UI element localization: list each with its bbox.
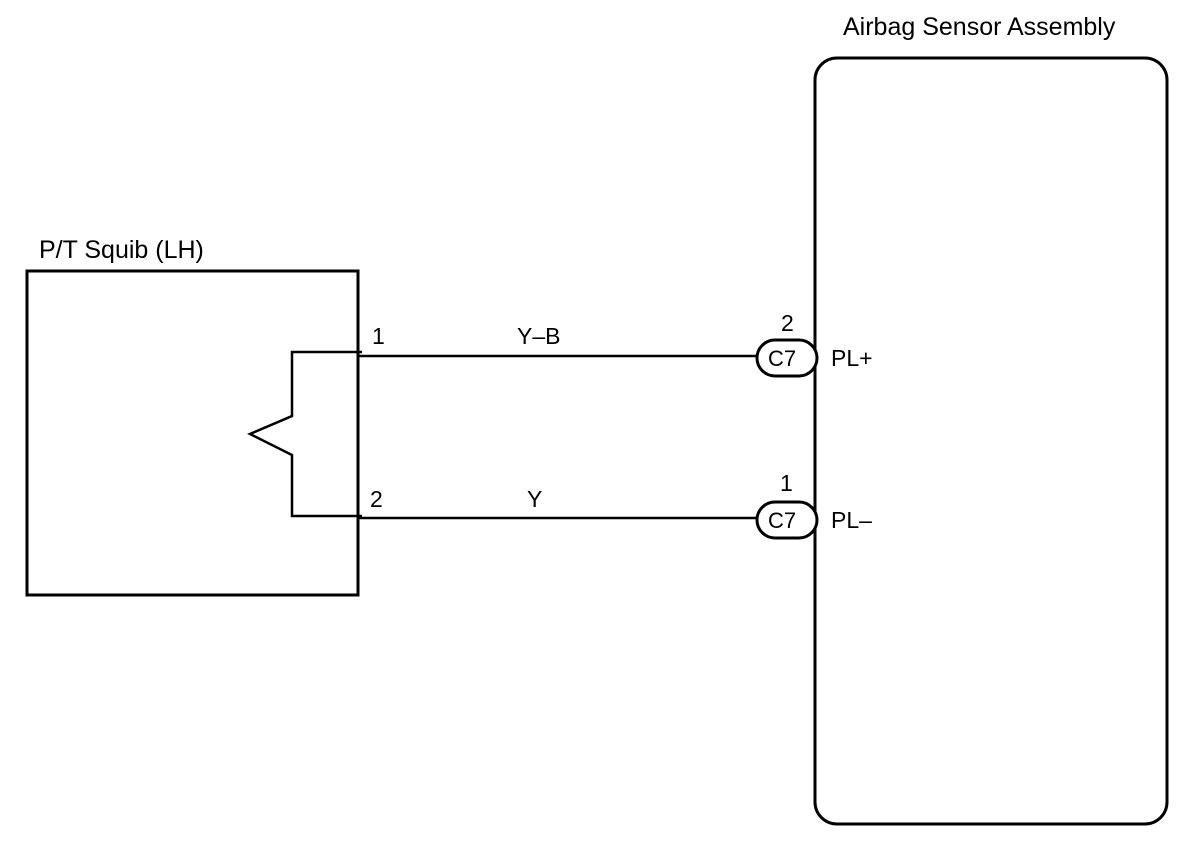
- squib-box: [25, 269, 360, 597]
- terminal-pl-plus: PL+: [831, 345, 873, 371]
- connector-pin-2: 2: [781, 310, 794, 336]
- sensor-title: Airbag Sensor Assembly: [843, 13, 1116, 41]
- connector-c7-lower: [755, 500, 819, 540]
- connector-pin-1: 1: [780, 470, 793, 496]
- connector-c7-lower-label: C7: [768, 508, 796, 533]
- sensor-assembly-box: [813, 56, 1169, 826]
- squib-pin-2: 2: [370, 486, 383, 512]
- squib-title: P/T Squib (LH): [39, 236, 204, 264]
- connector-c7-upper-label: C7: [768, 346, 796, 371]
- squib-igniter-symbol: [247, 350, 362, 518]
- wire-color-label-2: Y: [527, 486, 542, 512]
- connector-c7-upper: [755, 338, 819, 378]
- terminal-pl-minus: PL–: [831, 507, 872, 533]
- squib-pin-1: 1: [372, 323, 385, 349]
- wire-color-label-1: Y–B: [517, 323, 560, 349]
